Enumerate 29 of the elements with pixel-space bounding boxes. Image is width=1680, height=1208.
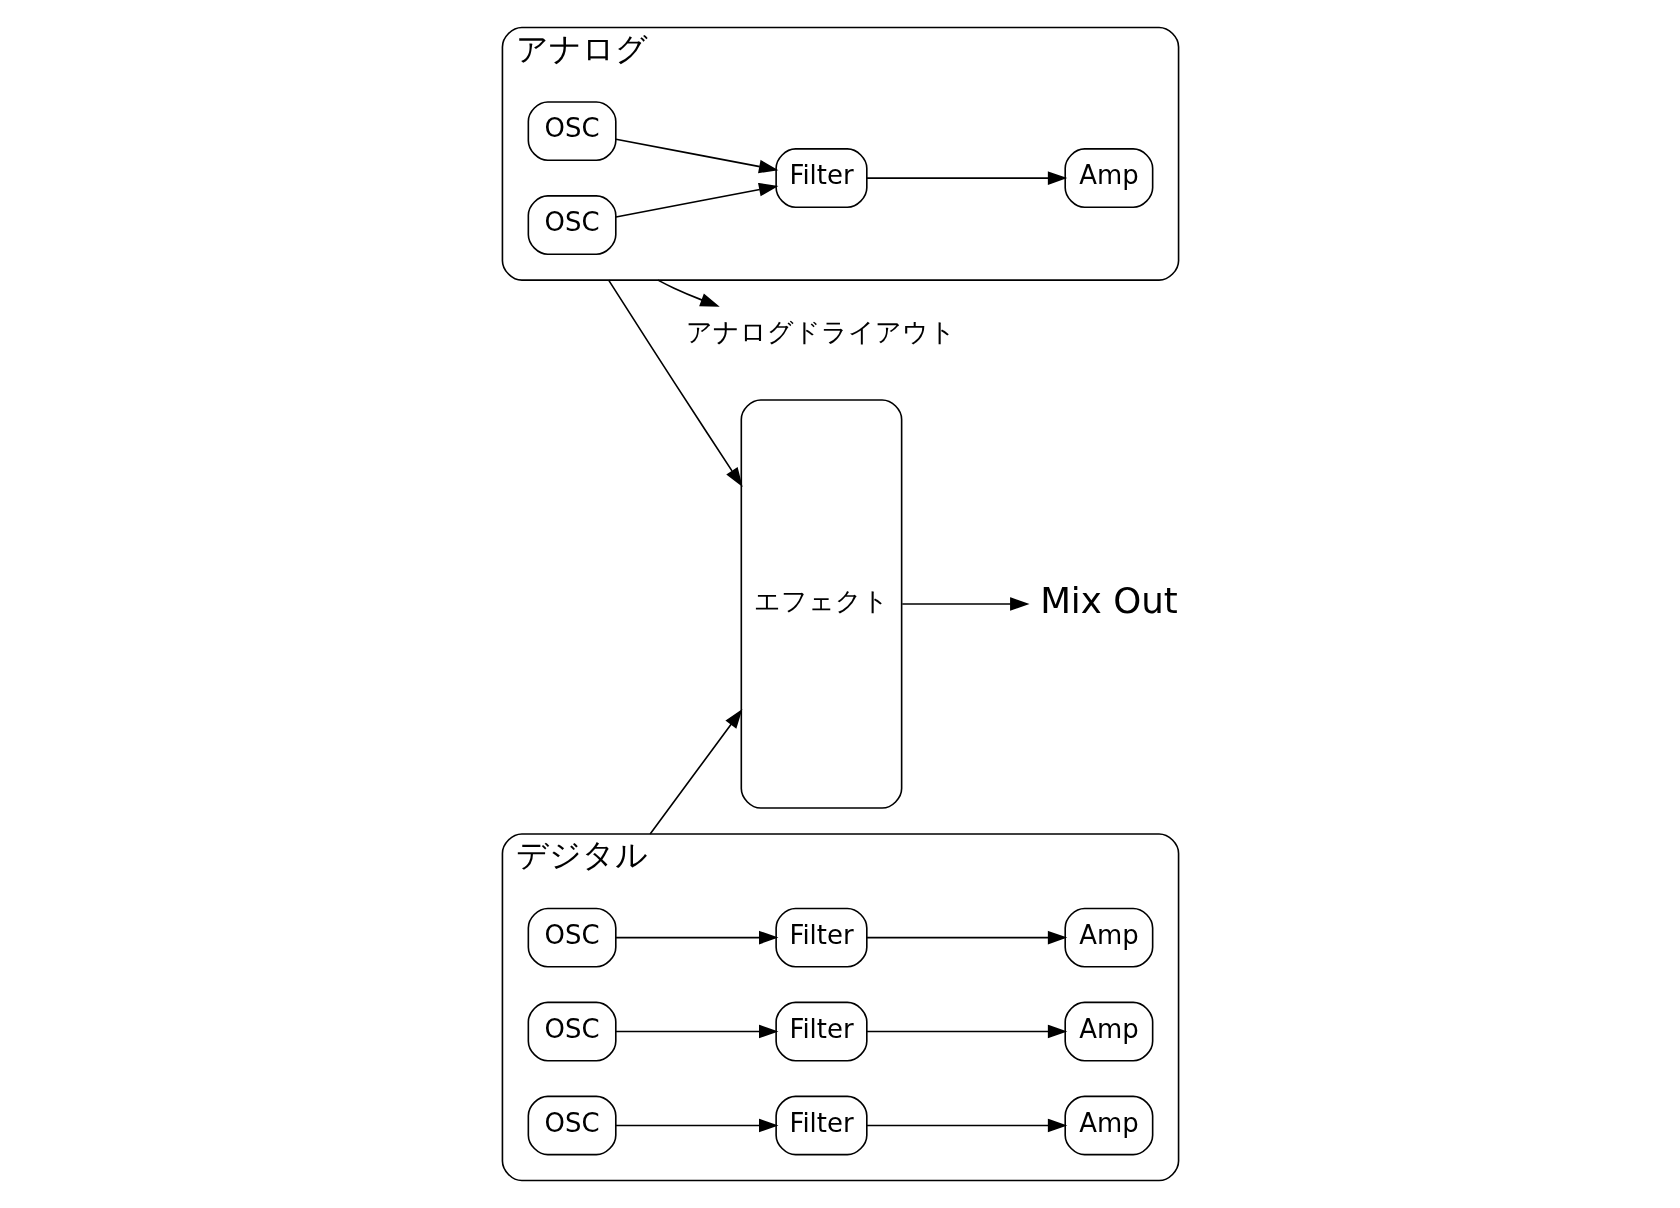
node-box: OSC [527,195,617,255]
arrow [865,930,1067,945]
arrow [614,138,778,174]
node-box: Amp [1063,148,1153,209]
node-box: Amp [1063,907,1153,968]
node-box: Filter [774,907,868,968]
arrow [900,597,1030,611]
arrow [614,1118,778,1133]
node-box: OSC [527,101,617,162]
arrow [865,171,1067,185]
node-text: Mix Out [1039,580,1178,622]
node-box: Filter [774,1095,868,1156]
arrow [648,708,742,835]
node-box: Filter [774,148,868,209]
node-box: Filter [774,1001,868,1062]
node-box: OSC [527,1095,617,1156]
node-box: エフェクト [740,399,902,809]
node-box: Amp [1063,1095,1153,1156]
arrow [865,1118,1067,1133]
node-box: OSC [527,907,617,968]
node-text: アナログドライアウト [685,317,956,348]
arrow [614,1024,778,1039]
node-box: Amp [1063,1001,1153,1062]
arrow [607,279,743,488]
arrow [614,930,778,945]
arrow [656,279,720,307]
arrow [614,182,778,218]
node-box: OSC [527,1001,617,1062]
arrow [865,1024,1067,1039]
